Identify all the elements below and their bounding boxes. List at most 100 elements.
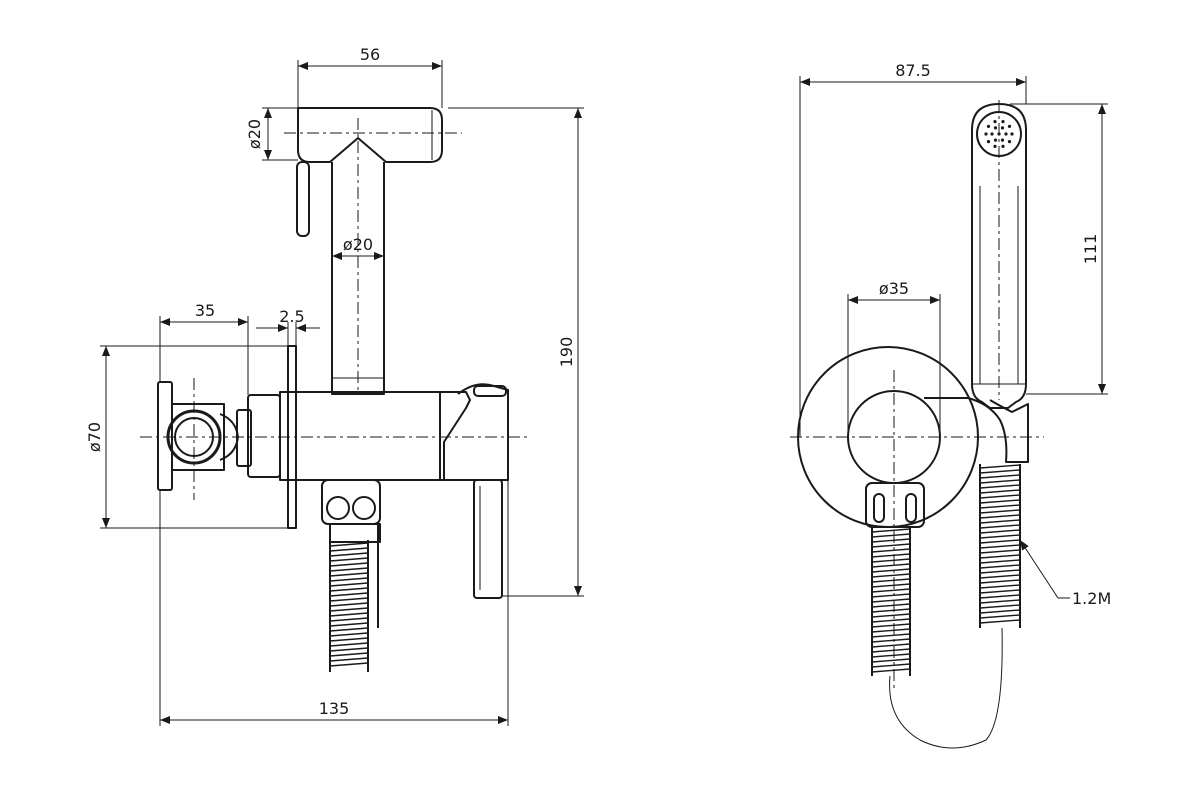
spray-hole: [984, 132, 988, 136]
spray-head: [296, 107, 443, 237]
thread-line: [871, 648, 911, 653]
dim-flange-depth: 35: [159, 301, 249, 395]
dim-length-total-label: 135: [319, 699, 350, 718]
thread-line: [329, 547, 369, 552]
thread-line: [329, 597, 369, 602]
thread-line: [329, 587, 369, 592]
thread-line: [871, 538, 911, 543]
dim-front-body: ø35: [847, 279, 941, 437]
thread-line: [871, 603, 911, 608]
thread-line: [329, 607, 369, 612]
spray-hole: [1001, 144, 1005, 148]
thread-line: [329, 612, 369, 617]
thread-line: [871, 548, 911, 553]
dim-dia-handle-label: ø20: [245, 119, 264, 149]
thread-line: [329, 662, 369, 667]
thread-line: [871, 643, 911, 648]
thread-line: [979, 604, 1021, 609]
thread-line: [871, 638, 911, 643]
spray-hole: [993, 144, 997, 148]
thread-line: [871, 578, 911, 583]
thread-line: [329, 627, 369, 632]
thread-line: [329, 657, 369, 662]
front-handset: [971, 103, 1027, 409]
side-view: 56 ø20 ø20 190 35: [85, 45, 584, 726]
thread-line: [329, 567, 369, 572]
dim-front-handset-height: 111: [1010, 103, 1108, 395]
thread-line: [871, 533, 911, 538]
thread-line: [329, 647, 369, 652]
spray-hole: [1007, 124, 1012, 128]
thread-line: [979, 619, 1021, 624]
thread-line: [329, 542, 369, 547]
thread-line: [871, 558, 911, 563]
lower-connector: [321, 479, 381, 672]
thread-line: [329, 562, 369, 567]
thread-line: [329, 582, 369, 587]
dim-front-width-label: 87.5: [895, 61, 931, 80]
dim-plate: 2.5: [256, 307, 320, 346]
spray-hole: [1000, 138, 1005, 142]
thread-line: [329, 652, 369, 657]
thread-line: [979, 519, 1021, 524]
thread-line: [329, 622, 369, 627]
spray-hole: [993, 126, 998, 130]
thread-line: [871, 588, 911, 593]
thread-line: [979, 484, 1021, 489]
dim-height-total-label: 190: [557, 337, 576, 368]
thread-line: [979, 559, 1021, 564]
front-hose-right: [979, 464, 1021, 628]
dim-plate-label: 2.5: [279, 307, 304, 326]
thread-line: [979, 579, 1021, 584]
thread-line: [871, 663, 911, 668]
dim-front-width: 87.5: [799, 61, 1027, 437]
thread-line: [871, 543, 911, 548]
dim-dia-flange-label: ø70: [85, 422, 104, 452]
thread-line: [979, 494, 1021, 499]
spray-holes: [984, 120, 1014, 148]
dim-flange-depth-label: 35: [195, 301, 215, 320]
thread-line: [871, 593, 911, 598]
thread-line: [329, 572, 369, 577]
dim-dia-handle: ø20: [245, 107, 298, 161]
dim-hose-length-label: 1.2M: [1072, 589, 1111, 608]
spray-hole: [986, 140, 991, 144]
thread-line: [979, 469, 1021, 474]
spray-hole: [1007, 140, 1012, 144]
thread-line: [979, 584, 1021, 589]
thread-line: [979, 524, 1021, 529]
spray-hole: [990, 132, 994, 136]
thread-line: [979, 539, 1021, 544]
thread-line: [871, 568, 911, 573]
thread-line: [871, 598, 911, 603]
thread-line: [979, 479, 1021, 484]
thread-line: [979, 569, 1021, 574]
thread-line: [979, 594, 1021, 599]
valve-body: [247, 383, 509, 481]
thread-line: [871, 608, 911, 613]
front-holder: [924, 397, 1029, 463]
thread-line: [871, 623, 911, 628]
front-hose-thread-left: [871, 528, 911, 673]
front-lower-connector: [865, 482, 925, 676]
thread-line: [979, 504, 1021, 509]
thread-line: [979, 614, 1021, 619]
thread-line: [871, 563, 911, 568]
thread-line: [871, 658, 911, 663]
dim-front-body-label: ø35: [879, 279, 909, 298]
thread-line: [871, 668, 911, 673]
thread-line: [979, 529, 1021, 534]
thread-line: [979, 514, 1021, 519]
thread-line: [329, 637, 369, 642]
thread-line: [979, 589, 1021, 594]
dim-width-top-label: 56: [360, 45, 380, 64]
dim-width-top: 56: [297, 45, 443, 108]
thread-line: [979, 509, 1021, 514]
thread-line: [979, 534, 1021, 539]
thread-line: [871, 583, 911, 588]
thread-line: [871, 613, 911, 618]
spray-hole: [1010, 132, 1014, 136]
thread-line: [979, 564, 1021, 569]
thread-line: [329, 617, 369, 622]
